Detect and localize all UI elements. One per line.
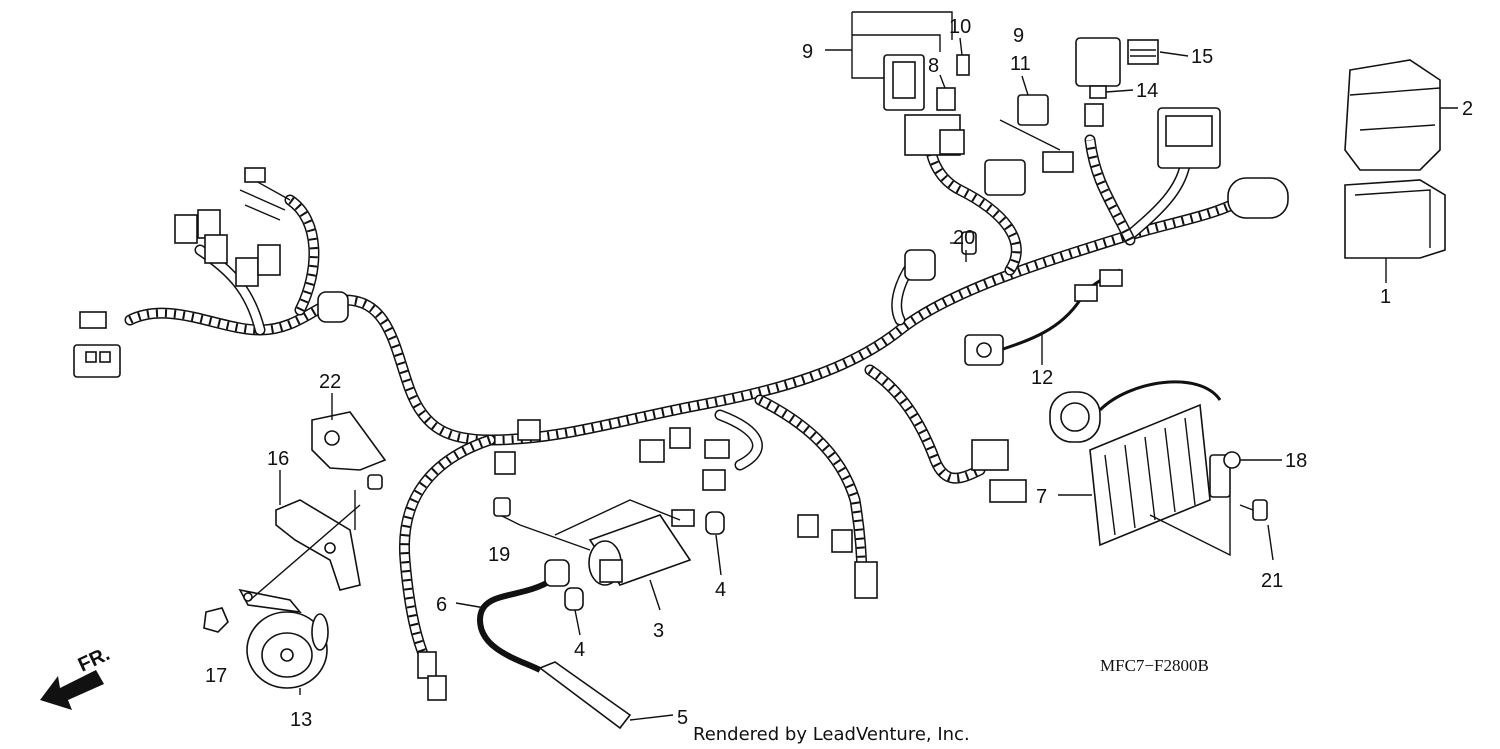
callout-labels: 1 2 3 4 4 5 6 7 8 9 9 10 11 12 13 14 15 … xyxy=(205,16,1473,731)
leader-lines xyxy=(249,11,1458,721)
plug-cap-5 xyxy=(538,661,632,730)
callout-2: 2 xyxy=(1462,98,1473,120)
cap-4-upper xyxy=(705,511,725,535)
ignition-coil-3 xyxy=(588,509,695,586)
callout-14: 14 xyxy=(1136,80,1158,102)
callout-8: 8 xyxy=(928,55,939,77)
ecu-unit-2 xyxy=(1344,59,1441,171)
cap-4-lower xyxy=(564,587,584,611)
callout-5: 5 xyxy=(677,707,688,729)
callout-3: 3 xyxy=(653,620,664,642)
regulator-rectifier-7 xyxy=(1049,380,1231,547)
nut-17 xyxy=(203,607,229,633)
callout-7: 7 xyxy=(1036,486,1047,508)
callout-15: 15 xyxy=(1191,46,1213,68)
render-credit: Rendered by LeadVenture, Inc. xyxy=(693,724,970,745)
top-relay-fuse-cluster xyxy=(883,37,1289,219)
front-direction-arrow: FR. xyxy=(40,643,113,710)
callout-10: 10 xyxy=(949,16,971,38)
callout-9-left: 9 xyxy=(802,41,813,63)
callout-4-lower: 4 xyxy=(574,639,585,661)
callout-1: 1 xyxy=(1380,286,1391,308)
clip-18 xyxy=(1223,451,1241,469)
callout-17: 17 xyxy=(205,665,227,687)
sensor-cable-12 xyxy=(964,268,1123,366)
callout-16: 16 xyxy=(267,448,289,470)
spark-plug-lead-6 xyxy=(476,559,570,673)
callout-20: 20 xyxy=(953,227,975,249)
ecu-case-1 xyxy=(1344,179,1446,259)
bolt-20 xyxy=(950,231,977,255)
callout-21: 21 xyxy=(1261,570,1283,592)
horn-13 xyxy=(238,588,329,689)
callout-6: 6 xyxy=(436,594,447,616)
bolt-21 xyxy=(1239,499,1268,521)
bracket-16 xyxy=(275,499,361,591)
callout-11: 11 xyxy=(1010,53,1031,75)
callout-19: 19 xyxy=(488,544,510,566)
left-connector-cluster xyxy=(73,167,349,378)
diagram-code: MFC7−F2800B xyxy=(1100,656,1209,675)
bolt-19 xyxy=(493,497,521,526)
bracket-22 xyxy=(311,411,387,490)
central-connectors xyxy=(417,249,1027,701)
callout-12: 12 xyxy=(1031,367,1053,389)
callout-4-upper: 4 xyxy=(715,579,726,601)
direction-label: FR. xyxy=(75,643,113,677)
callout-9-right: 9 xyxy=(1013,25,1024,47)
callout-18: 18 xyxy=(1285,450,1307,472)
callout-22: 22 xyxy=(319,371,341,393)
callout-13: 13 xyxy=(290,709,312,731)
